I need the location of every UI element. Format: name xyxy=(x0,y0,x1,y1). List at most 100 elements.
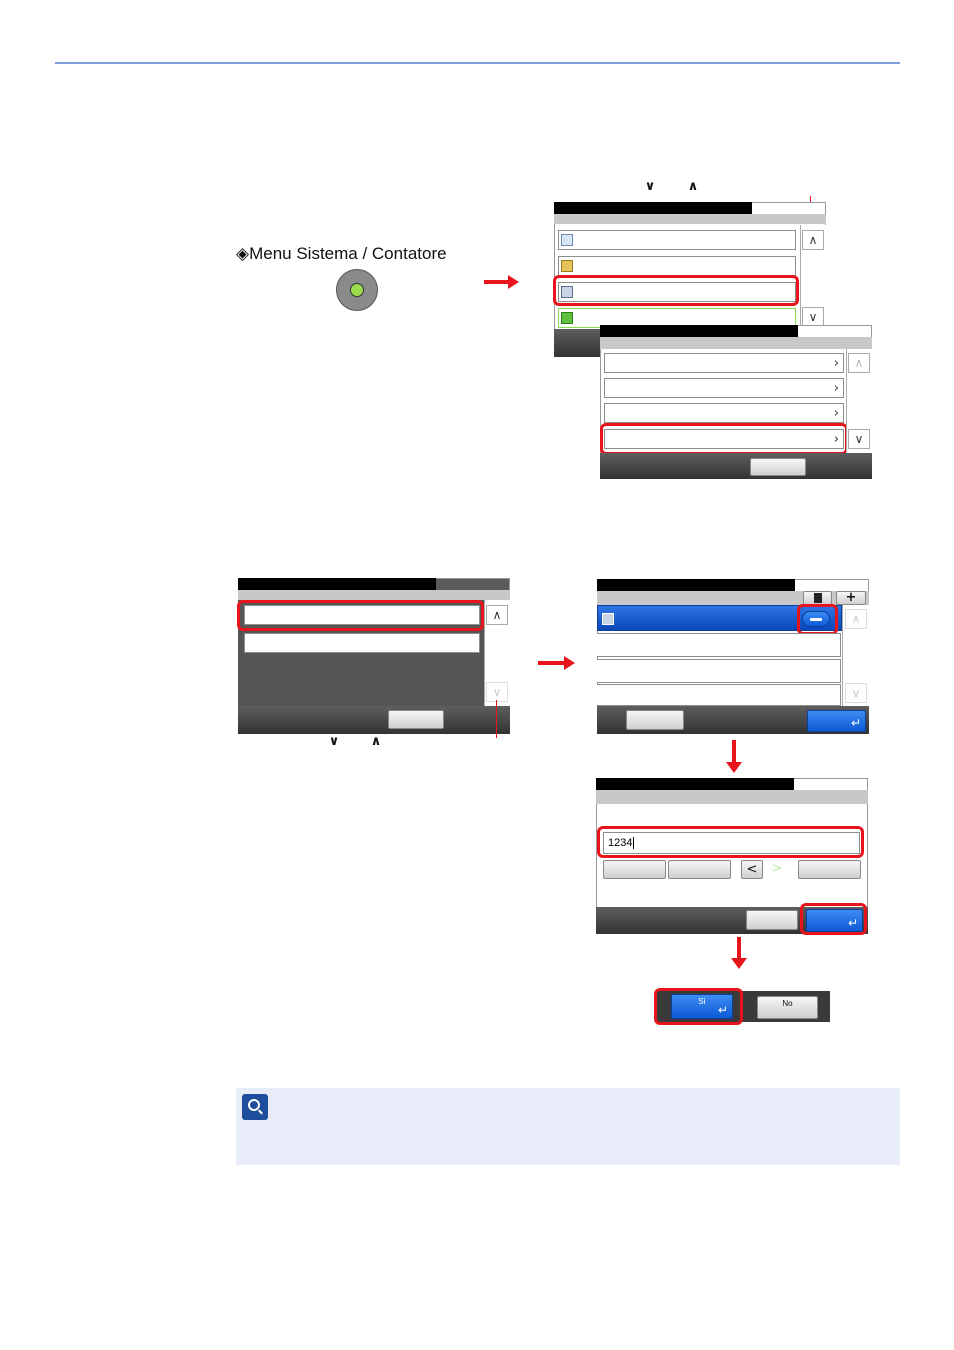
enter-icon: ↵ xyxy=(847,916,858,930)
submenu-close-button[interactable] xyxy=(750,458,806,476)
selection-row-2[interactable] xyxy=(597,633,841,657)
system-menu-titlebar xyxy=(554,202,752,214)
menu-row-1[interactable] xyxy=(558,230,796,250)
chevron-right-icon: › xyxy=(833,381,839,396)
callout-line xyxy=(496,700,497,738)
selection-ok-button[interactable]: ↵ xyxy=(807,710,866,732)
arrow-down-icon xyxy=(726,762,742,773)
magnifier-lens xyxy=(248,1099,260,1111)
enter-icon: ↵ xyxy=(717,1003,728,1017)
system-menu-footer xyxy=(554,329,604,357)
list-row-2[interactable] xyxy=(244,633,480,653)
menu-row-printer[interactable] xyxy=(558,282,796,302)
chevron-right-icon: › xyxy=(833,432,839,447)
chevron-right-icon: > xyxy=(771,861,783,876)
trash-icon xyxy=(814,593,822,603)
magnifier-handle xyxy=(258,1109,263,1115)
green-folder-icon xyxy=(561,312,573,324)
arrow-right-icon xyxy=(508,275,519,289)
diamond-icon: ◈ xyxy=(236,244,250,263)
scroll-down-button[interactable]: ∨ xyxy=(802,307,824,327)
submenu-row-3[interactable]: › xyxy=(604,403,844,423)
printer-icon xyxy=(602,613,614,625)
up-chevron-icon: ∧ xyxy=(687,179,699,194)
input-ok-button[interactable]: ↵ xyxy=(806,909,863,932)
cursor-right-button[interactable]: > xyxy=(766,860,788,879)
input-value: 1234 xyxy=(608,837,633,849)
down-chevron-icon: ∨ xyxy=(644,179,656,194)
system-menu-strip xyxy=(554,214,826,224)
user-folder-icon xyxy=(561,260,573,272)
scroll-up-button[interactable]: ∧ xyxy=(845,609,867,629)
keypad-button-1[interactable] xyxy=(603,860,666,879)
up-chevron-icon: ∧ xyxy=(370,734,382,749)
submenu-footer xyxy=(600,453,872,479)
input-strip xyxy=(596,790,868,804)
keypad-button-2[interactable] xyxy=(668,860,731,879)
delete-button[interactable] xyxy=(803,591,832,605)
selection-row-3[interactable] xyxy=(597,659,841,683)
keypad-button-3[interactable] xyxy=(798,860,861,879)
submenu-titlebar xyxy=(600,325,798,337)
list-strip xyxy=(238,590,510,600)
row-detail-button[interactable] xyxy=(802,611,830,627)
printer-icon xyxy=(561,286,573,298)
note-box xyxy=(236,1088,900,1165)
confirm-yes-button[interactable]: Sì ↵ xyxy=(671,994,733,1019)
highlight-submenu-row-4 xyxy=(600,423,848,455)
highlight-printer-row xyxy=(553,275,799,306)
menu-row-2[interactable] xyxy=(558,256,796,276)
add-button[interactable]: + xyxy=(836,591,866,605)
scroll-up-button[interactable]: ∧ xyxy=(802,230,824,250)
scroll-up-button[interactable]: ∧ xyxy=(486,605,508,625)
submenu-row-1[interactable]: › xyxy=(604,353,844,373)
selection-titlebar xyxy=(597,579,795,591)
confirm-no-button[interactable]: No xyxy=(757,996,818,1019)
confirm-yes-label: Sì xyxy=(698,997,706,1006)
scroll-up-button[interactable]: ∧ xyxy=(848,353,870,373)
arrow-right-icon xyxy=(564,656,575,670)
chevron-right-icon: › xyxy=(833,406,839,421)
list-row-1[interactable] xyxy=(244,605,480,625)
plus-icon: + xyxy=(845,590,857,605)
highlight-detail-button xyxy=(797,604,838,635)
highlight-input-ok xyxy=(800,903,867,935)
submenu-row-4[interactable]: › xyxy=(604,429,844,449)
submenu-strip xyxy=(600,337,872,349)
enter-icon: ↵ xyxy=(850,716,861,730)
system-menu-counter-key[interactable] xyxy=(336,269,378,311)
down-chevron-icon: ∨ xyxy=(328,734,340,749)
scroll-down-button[interactable]: ∨ xyxy=(845,683,867,703)
highlight-confirm-yes xyxy=(654,988,743,1025)
hardware-key-label: ◈Menu Sistema / Contatore xyxy=(236,244,447,266)
input-field[interactable]: 1234 xyxy=(603,832,860,854)
scroll-down-button[interactable]: ∨ xyxy=(848,429,870,449)
highlight-input-field xyxy=(597,826,864,858)
confirm-no-label: No xyxy=(782,999,793,1008)
highlight-list-row-1 xyxy=(237,600,484,631)
input-cancel-button[interactable] xyxy=(746,910,798,930)
input-titlebar xyxy=(596,778,794,790)
arrow-down-icon xyxy=(731,958,747,969)
cursor-left-button[interactable]: < xyxy=(741,860,763,879)
chevron-left-icon: < xyxy=(746,862,758,877)
top-divider xyxy=(55,62,900,64)
led-indicator-icon xyxy=(350,283,364,297)
selection-strip xyxy=(597,591,869,605)
chevron-right-icon: › xyxy=(833,356,839,371)
selection-cancel-button[interactable] xyxy=(626,710,684,730)
text-cursor xyxy=(633,837,635,850)
selection-row-4[interactable] xyxy=(597,684,841,706)
list-close-button[interactable] xyxy=(388,710,444,729)
list-titlebar xyxy=(238,578,436,590)
list-footer xyxy=(238,706,510,734)
arrow-down-shaft xyxy=(737,937,741,958)
document-icon xyxy=(561,234,573,246)
arrow-right-shaft xyxy=(484,280,508,284)
note-magnifier-icon xyxy=(242,1094,268,1120)
ellipsis-icon xyxy=(810,618,822,621)
arrow-right-shaft xyxy=(538,661,564,665)
scroll-down-button[interactable]: ∨ xyxy=(486,682,508,702)
submenu-row-2[interactable]: › xyxy=(604,378,844,398)
arrow-down-shaft xyxy=(732,740,736,762)
